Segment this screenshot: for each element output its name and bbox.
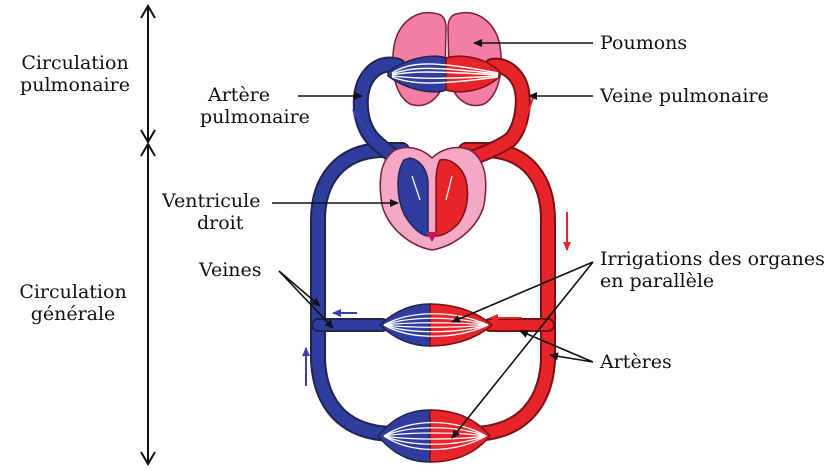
- pulmonary-section-bracket: [141, 6, 155, 142]
- label-veine-pulmonaire: Veine pulmonaire: [600, 85, 769, 107]
- label-ventricule-line1: Ventricule: [162, 190, 272, 212]
- label-artere-line1: Artère: [200, 84, 300, 106]
- section-label-general: Circulation générale: [12, 281, 134, 325]
- heart: [380, 148, 486, 250]
- label-poumons: Poumons: [600, 32, 687, 54]
- label-irrigations-line2: en parallèle: [600, 270, 825, 292]
- organ-capillaries-middle: [380, 304, 492, 346]
- label-arteres: Artères: [600, 351, 672, 373]
- label-ventricule-droit: Ventricule droit: [162, 190, 272, 234]
- section-label-general-line2: générale: [12, 303, 134, 325]
- general-section-bracket: [141, 144, 155, 464]
- section-label-pulmonary: Circulation pulmonaire: [16, 52, 134, 96]
- organ-capillaries-bottom: [378, 410, 490, 462]
- section-label-pulmonary-line2: pulmonaire: [16, 74, 134, 96]
- section-label-general-line1: Circulation: [12, 281, 134, 303]
- label-irrigations: Irrigations des organes en parallèle: [600, 248, 825, 292]
- label-artere-line2: pulmonaire: [200, 106, 300, 128]
- label-irrigations-line1: Irrigations des organes: [600, 248, 825, 270]
- section-label-pulmonary-line1: Circulation: [16, 52, 134, 74]
- label-ventricule-line2: droit: [162, 212, 272, 234]
- label-artere-pulmonaire: Artère pulmonaire: [200, 84, 300, 128]
- label-veines: Veines: [199, 259, 262, 281]
